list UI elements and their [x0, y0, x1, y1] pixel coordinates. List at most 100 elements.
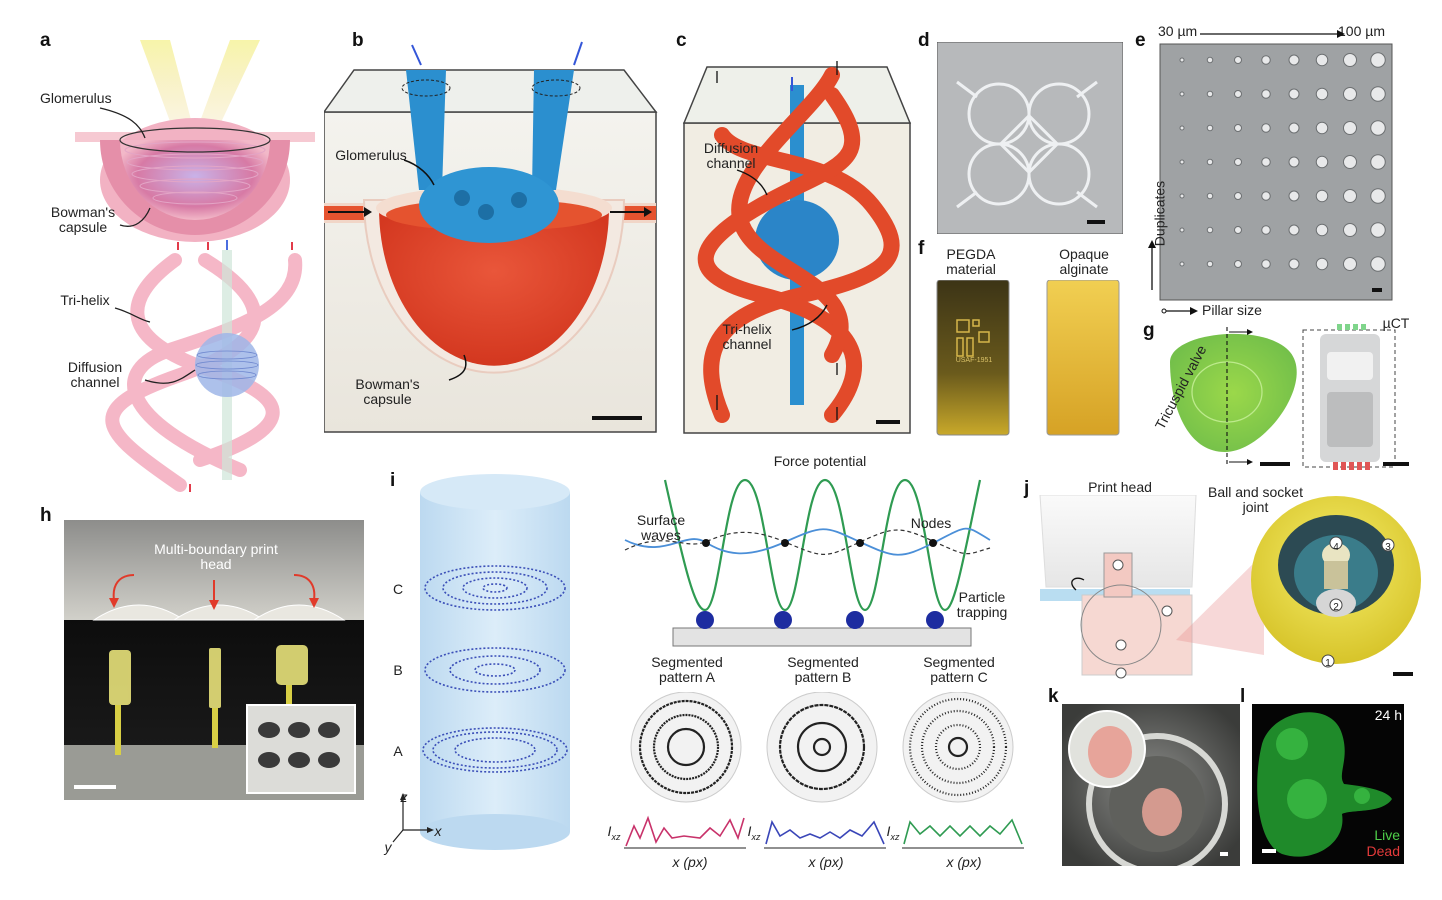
panel-i-pattern-images [630, 692, 1014, 803]
label-pattern-a: Segmented pattern A [651, 654, 723, 685]
pillar [1370, 154, 1386, 170]
joint-num-1: 1 [1325, 658, 1331, 669]
label-usaf: USAF-1951 [955, 357, 993, 364]
pillar [1234, 124, 1242, 132]
panel-h-photo [64, 520, 364, 800]
panel-letter-j: j [1024, 478, 1030, 499]
label-ixz-1: Ixz [607, 823, 621, 842]
pillar [1315, 53, 1329, 67]
joint-num-4: 4 [1333, 542, 1339, 553]
pillar [1261, 123, 1271, 133]
panel-i-cylinder [392, 474, 570, 850]
label-24h: 24 h [1374, 707, 1402, 723]
pillar [1179, 159, 1185, 165]
panel-d-sem-image [937, 42, 1123, 234]
pillar [1206, 260, 1214, 268]
pillar [1370, 86, 1386, 102]
pillar [1343, 223, 1357, 237]
pillar [1234, 226, 1242, 234]
pillar [1288, 190, 1300, 202]
panel-letter-l: l [1240, 686, 1246, 707]
level-label-c: C [392, 581, 404, 597]
pillar [1206, 192, 1214, 200]
label-xpx-1: x (px) [672, 854, 708, 870]
label-xpx-3: x (px) [946, 854, 982, 870]
pillar [1206, 226, 1214, 234]
label-ixz-3: Ixz [886, 823, 900, 842]
pillar [1261, 225, 1271, 235]
label-trihelix-c: Tri-helix channel [722, 321, 772, 352]
label-pillar-size: Pillar size [1202, 302, 1262, 318]
pillar [1234, 90, 1242, 98]
pillar [1206, 124, 1214, 132]
pillar [1179, 91, 1185, 97]
panel-letter-a: a [40, 30, 51, 51]
label-printhead-h: Multi-boundary print head [154, 541, 278, 572]
scale-bar-c [876, 420, 900, 424]
panel-f-vials [936, 280, 1120, 436]
panel-letter-d: d [918, 30, 930, 51]
panel-a-illustration [75, 40, 315, 492]
pillar [1288, 54, 1300, 66]
joint-num-3: 3 [1385, 542, 1391, 553]
pillar [1343, 257, 1357, 271]
panel-i-force-potential [624, 478, 991, 647]
label-pattern-c: Segmented pattern C [923, 654, 995, 685]
label-alginate: Opaque alginate [1059, 246, 1109, 277]
pillar [1179, 125, 1185, 131]
pillar [1179, 57, 1185, 63]
pillar [1206, 158, 1214, 166]
label-nodes: Nodes [910, 515, 952, 531]
pillar [1179, 261, 1185, 267]
label-printhead-j: Print head [1088, 479, 1152, 495]
label-ball-socket: Ball and socket joint [1208, 484, 1303, 515]
pillar [1343, 155, 1357, 169]
pillar [1315, 189, 1329, 203]
axis-z: z [400, 789, 408, 805]
pillar [1370, 52, 1386, 68]
pillar [1370, 120, 1386, 136]
pillar [1343, 121, 1357, 135]
label-glomerulus-b: Glomerulus [335, 147, 407, 163]
pillar [1315, 121, 1329, 135]
label-duplicates: Duplicates [1151, 180, 1168, 247]
axis-x: x [434, 823, 442, 839]
pillar [1370, 222, 1386, 238]
label-bowmans-b: Bowman's capsule [355, 376, 420, 407]
label-size-max: 100 µm [1338, 23, 1385, 39]
label-trihelix-a: Tri-helix [60, 292, 110, 308]
pillar [1261, 157, 1271, 167]
pillar [1179, 227, 1185, 233]
label-diffusion-a: Diffusion channel [67, 359, 123, 390]
pillar [1370, 256, 1386, 272]
panel-j-illustration [1039, 495, 1421, 679]
panel-letter-k: k [1048, 686, 1059, 707]
scale-bar-b [592, 416, 642, 420]
label-live: Live [1374, 827, 1400, 843]
pillar [1234, 158, 1242, 166]
label-dead: Dead [1366, 843, 1400, 859]
pillar [1206, 90, 1214, 98]
label-pattern-b: Segmented pattern B [787, 654, 859, 685]
level-label-b: B [393, 662, 403, 678]
pillar [1179, 193, 1185, 199]
panel-e-sem-pillar-array [1148, 30, 1393, 315]
pillar [1315, 87, 1329, 101]
pillar [1343, 87, 1357, 101]
pillar [1261, 89, 1271, 99]
pillar [1370, 188, 1386, 204]
pillar [1315, 155, 1329, 169]
panel-g-valve [1170, 324, 1409, 470]
pillar [1206, 56, 1214, 64]
label-surface-waves: Surface waves [636, 512, 686, 543]
panel-letter-g: g [1143, 320, 1155, 341]
panel-letter-f: f [918, 238, 925, 259]
panel-i-intensity-profiles [624, 815, 1024, 849]
pillar [1288, 224, 1300, 236]
label-size-min: 30 µm [1158, 23, 1198, 39]
pillar [1343, 189, 1357, 203]
panel-letter-b: b [352, 30, 364, 51]
panel-l-fluorescence [1252, 704, 1404, 864]
label-ixz-2: Ixz [747, 823, 761, 842]
pillar [1234, 192, 1242, 200]
